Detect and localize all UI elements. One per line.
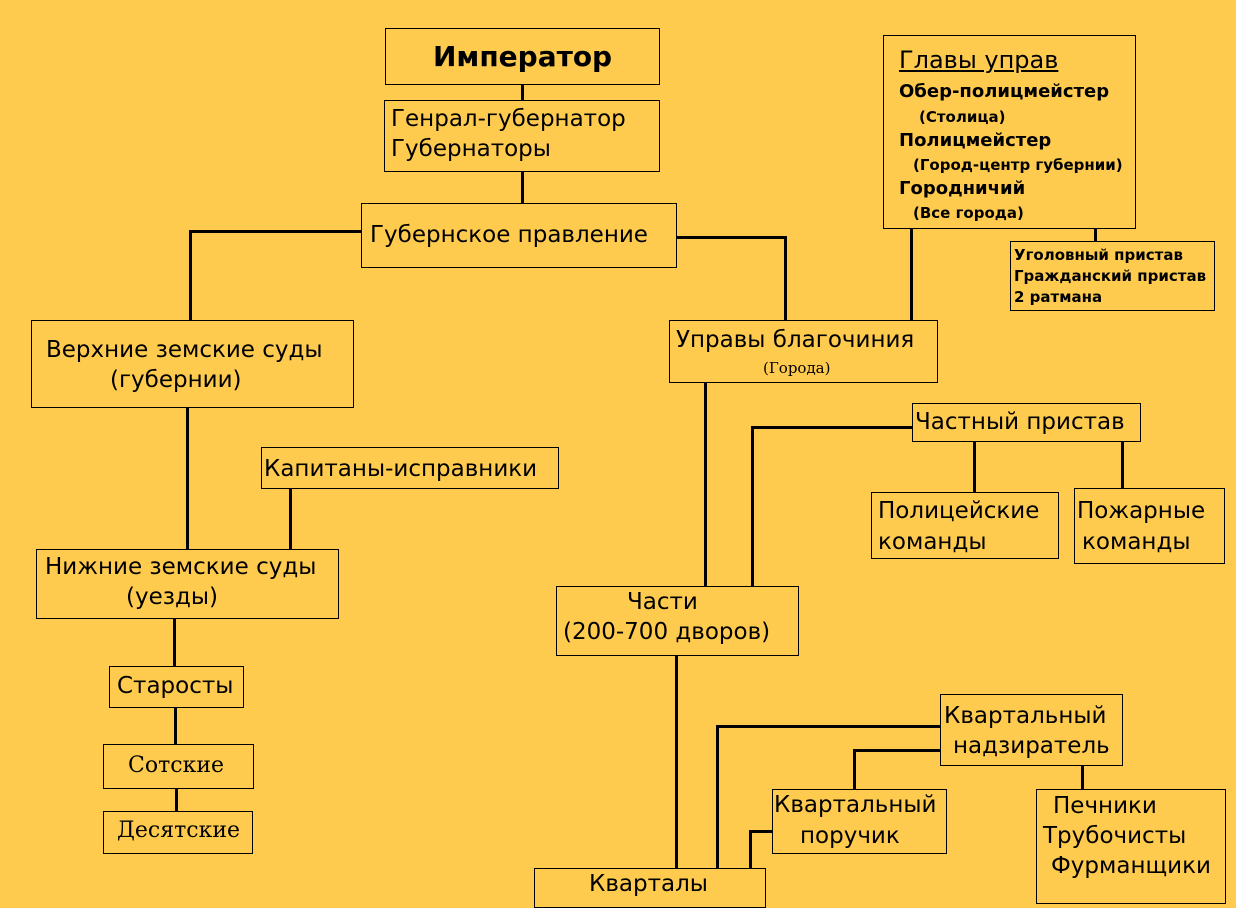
desyatskie-label: Десятские bbox=[117, 818, 241, 843]
quarter-lieutenant-label: Квартальный bbox=[774, 792, 937, 818]
quarters-label: Кварталы bbox=[589, 871, 708, 897]
connector-board-left-v bbox=[189, 230, 192, 321]
heads-chief-police: Обер-полицмейстер bbox=[899, 81, 1110, 102]
node-stovemakers: Печники Трубочисты Фурманщики bbox=[1036, 789, 1226, 904]
fire-teams-note: команды bbox=[1082, 529, 1191, 555]
heads-police-master: Полицмейстер bbox=[899, 130, 1052, 151]
node-captains: Капитаны-исправники bbox=[261, 447, 559, 489]
upper-courts-label: Верхние земские суды bbox=[46, 337, 323, 363]
quarter-supervisor-label: Квартальный bbox=[944, 703, 1107, 729]
connector-heads-deanery bbox=[910, 228, 913, 321]
connector-lieutenant-h bbox=[749, 830, 773, 833]
police-teams-note: команды bbox=[878, 529, 987, 555]
node-fire-teams: Пожарные команды bbox=[1074, 488, 1225, 564]
connector-upper-lower bbox=[186, 406, 189, 550]
connector-lieutenant-v bbox=[749, 830, 752, 869]
lower-courts-label: Нижние земские суды bbox=[45, 554, 317, 580]
connector-private-police bbox=[973, 441, 976, 493]
lower-courts-note: (уезды) bbox=[126, 584, 218, 610]
connector-captains-lower bbox=[289, 488, 292, 550]
node-parts: Части (200-700 дворов) bbox=[556, 586, 799, 656]
node-quarter-supervisor: Квартальный надзиратель bbox=[940, 694, 1123, 766]
sotskie-label: Сотские bbox=[128, 753, 225, 778]
connector-private-h bbox=[751, 426, 913, 429]
node-governor-general: Генрал-губернатор Губернаторы bbox=[384, 100, 660, 172]
connector-supervisor-v bbox=[716, 725, 719, 869]
connector-board-right-v bbox=[784, 236, 787, 321]
connector-private-v bbox=[751, 426, 754, 587]
connector-supervisor-lieutenant-v bbox=[853, 749, 856, 790]
heads-police-master-note: (Город-центр губернии) bbox=[913, 156, 1123, 174]
parts-note: (200-700 дворов) bbox=[563, 619, 771, 645]
node-quarters: Кварталы bbox=[534, 868, 766, 908]
connector-board-right-h bbox=[676, 236, 787, 239]
node-deanery-boards: Управы благочиния (Города) bbox=[669, 320, 938, 383]
captains-label: Капитаны-исправники bbox=[264, 456, 538, 482]
node-desyatskie: Десятские bbox=[103, 811, 253, 854]
deanery-boards-label: Управы благочиния bbox=[676, 327, 915, 353]
carters-label: Фурманщики bbox=[1051, 853, 1211, 879]
deanery-boards-note: (Города) bbox=[763, 359, 831, 377]
elders-label: Старосты bbox=[117, 673, 234, 699]
connector-board-left-h bbox=[189, 230, 362, 233]
connector-emperor-governor bbox=[521, 84, 524, 100]
connector-heads-bailiffs bbox=[1094, 228, 1097, 241]
parts-label: Части bbox=[627, 589, 698, 615]
police-teams-label: Полицейские bbox=[878, 498, 1040, 524]
connector-private-fire bbox=[1121, 441, 1124, 489]
node-elders: Старосты bbox=[109, 666, 244, 708]
connector-sotskie-desyatskie bbox=[175, 788, 178, 812]
emperor-label: Император bbox=[433, 40, 613, 73]
governor-general-label: Генрал-губернатор bbox=[391, 106, 626, 132]
bailiffs-ratmans: 2 ратмана bbox=[1014, 288, 1103, 306]
node-provincial-board: Губернское правление bbox=[361, 203, 677, 268]
fire-teams-label: Пожарные bbox=[1077, 498, 1206, 524]
provincial-board-label: Губернское правление bbox=[370, 222, 648, 248]
stovemakers-label: Печники bbox=[1053, 793, 1157, 819]
connector-lower-elders bbox=[173, 618, 176, 666]
connector-supervisor-h bbox=[716, 725, 941, 728]
node-sotskie: Сотские bbox=[103, 744, 254, 789]
node-upper-courts: Верхние земские суды (губернии) bbox=[31, 320, 354, 408]
connector-elders-sotskie bbox=[174, 707, 177, 745]
connector-supervisor-stovemakers bbox=[1081, 765, 1084, 790]
node-emperor: Император bbox=[385, 28, 660, 85]
connector-supervisor-lieutenant-h bbox=[853, 749, 941, 752]
upper-courts-note: (губернии) bbox=[110, 367, 242, 393]
bailiffs-criminal: Уголовный пристав bbox=[1014, 246, 1183, 264]
node-heads: Главы управ Обер-полицмейстер (Столица) … bbox=[883, 35, 1136, 229]
node-police-teams: Полицейские команды bbox=[871, 492, 1059, 559]
connector-governor-board bbox=[521, 171, 524, 204]
bailiffs-civil: Гражданский пристав bbox=[1014, 267, 1207, 285]
node-lower-courts: Нижние земские суды (уезды) bbox=[36, 549, 339, 619]
governors-label: Губернаторы bbox=[391, 136, 551, 162]
heads-mayor: Городничий bbox=[899, 178, 1026, 199]
quarter-supervisor-note: надзиратель bbox=[953, 733, 1110, 759]
heads-chief-police-note: (Столица) bbox=[919, 108, 1006, 126]
node-bailiffs: Уголовный пристав Гражданский пристав 2 … bbox=[1010, 241, 1215, 311]
heads-title: Главы управ bbox=[899, 46, 1059, 74]
node-quarter-lieutenant: Квартальный поручик bbox=[772, 789, 947, 854]
private-bailiff-label: Частный пристав bbox=[915, 409, 1125, 435]
connector-deanery-parts bbox=[704, 382, 707, 587]
connector-parts-quarters bbox=[675, 655, 678, 869]
heads-mayor-note: (Все города) bbox=[913, 204, 1024, 222]
chimney-sweeps-label: Трубочисты bbox=[1043, 823, 1187, 849]
node-private-bailiff: Частный пристав bbox=[912, 403, 1141, 442]
quarter-lieutenant-note: поручик bbox=[800, 823, 900, 849]
